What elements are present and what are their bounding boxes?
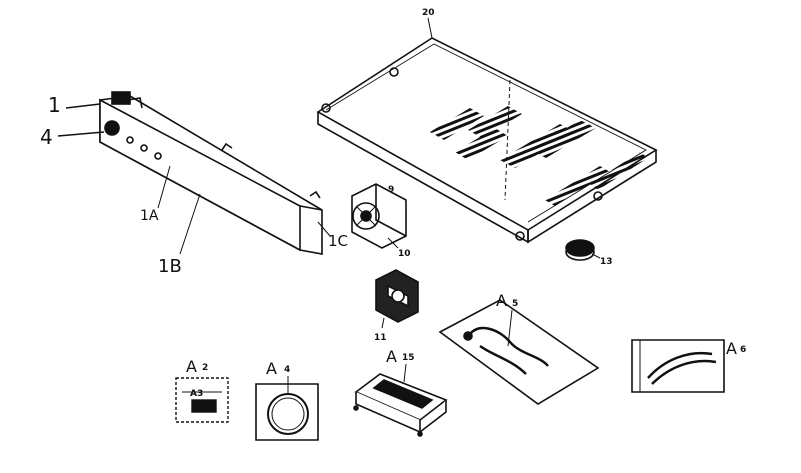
part-9-label: 9 xyxy=(388,185,394,195)
part-11-label: 11 xyxy=(374,333,387,343)
part-A4-label: A xyxy=(266,359,277,378)
part-A4-sub: 4 xyxy=(284,365,290,375)
part-A2-label: A xyxy=(186,357,197,376)
label-part-1: 1 xyxy=(48,93,101,117)
front-panel xyxy=(99,91,323,255)
label-part-1C: 1C xyxy=(317,221,348,250)
part-1-label: 1 xyxy=(48,93,61,117)
label-part-11: 11 xyxy=(374,317,387,343)
accessory-cable-pack xyxy=(631,339,725,393)
label-part-A4: A 4 xyxy=(266,359,290,394)
accessory-card-A2 xyxy=(175,377,229,423)
part-A15-label: A xyxy=(386,347,397,366)
label-part-20: 20 xyxy=(422,8,435,39)
label-part-A5: A 5 xyxy=(496,291,518,347)
label-part-9: 9 xyxy=(388,185,394,195)
label-part-1A: 1A xyxy=(140,165,171,224)
part-A6-sub: 6 xyxy=(740,345,746,355)
part-A15-sub: 15 xyxy=(402,353,415,363)
label-part-A3: A3 xyxy=(190,389,203,399)
part-1C-label: 1C xyxy=(328,232,348,250)
label-part-13: 13 xyxy=(591,253,613,267)
part-13-label: 13 xyxy=(600,257,613,267)
accessory-remote-tray xyxy=(353,373,448,437)
part-4-label: 4 xyxy=(40,125,53,149)
label-part-4: 4 xyxy=(40,125,105,149)
label-part-A2: A 2 xyxy=(186,357,208,376)
heatsink-block xyxy=(375,269,419,323)
part-A3-label: A3 xyxy=(190,389,203,399)
part-A2-sub: 2 xyxy=(202,363,208,373)
round-foot xyxy=(565,239,595,261)
cooling-fan xyxy=(351,183,407,249)
part-10-label: 10 xyxy=(398,249,411,259)
label-part-A6: A 6 xyxy=(726,339,746,358)
accessory-cord-bag xyxy=(438,299,600,405)
accessory-disc-A4 xyxy=(255,383,319,441)
part-1A-label: 1A xyxy=(140,208,159,224)
part-20-label: 20 xyxy=(422,8,435,18)
cabinet-top-cover xyxy=(316,37,658,244)
label-part-1B: 1B xyxy=(158,193,201,277)
part-A5-label: A xyxy=(496,291,507,310)
part-A6-label: A xyxy=(726,339,737,358)
part-A5-sub: 5 xyxy=(512,299,518,309)
label-part-A15: A 15 xyxy=(386,347,415,383)
part-1B-label: 1B xyxy=(158,256,182,277)
label-part-10: 10 xyxy=(387,237,411,259)
